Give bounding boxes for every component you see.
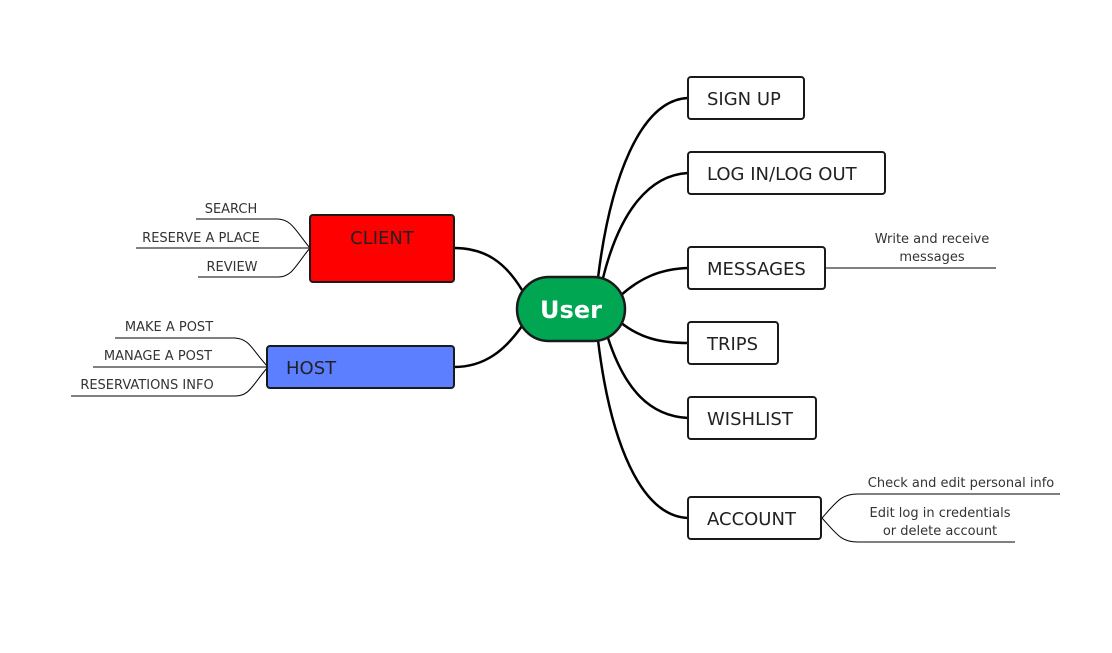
node-account[interactable]: ACCOUNT (687, 496, 822, 540)
host-leaves: MAKE A POST MANAGE A POST RESERVATIONS I… (71, 320, 269, 397)
account-notes: Check and edit personal info Edit log in… (821, 476, 1060, 543)
host-leaf-line-reservations (71, 366, 269, 397)
node-login-label: LOG IN/LOG OUT (707, 164, 858, 185)
edge-trips (619, 321, 689, 345)
edge-login (601, 171, 689, 279)
client-leaf-reserve: RESERVE A PLACE (142, 231, 260, 246)
messages-note-line1: Write and receive (875, 232, 990, 247)
client-leaves: SEARCH RESERVE A PLACE REVIEW (136, 202, 311, 278)
node-trips-label: TRIPS (706, 334, 758, 355)
host-leaf-make-post: MAKE A POST (125, 320, 213, 335)
node-login[interactable]: LOG IN/LOG OUT (687, 151, 886, 195)
edge-messages (619, 266, 689, 297)
center-label: User (540, 296, 602, 324)
messages-note: Write and receive messages (825, 232, 996, 269)
node-signup[interactable]: SIGN UP (687, 76, 805, 120)
node-wishlist-label: WISHLIST (707, 409, 794, 430)
client-leaf-line-review (198, 247, 311, 278)
account-note-credentials-line1: Edit log in credentials (870, 506, 1011, 521)
node-wishlist[interactable]: WISHLIST (687, 396, 817, 440)
node-center-user[interactable]: User (515, 275, 627, 343)
host-leaf-line-make (115, 337, 269, 368)
node-signup-label: SIGN UP (707, 89, 781, 110)
node-client[interactable]: CLIENT (309, 214, 455, 283)
edge-signup (596, 96, 689, 279)
account-note-credentials-line2: or delete account (883, 524, 997, 539)
messages-note-line2: messages (899, 250, 964, 265)
host-leaf-reservations-info: RESERVATIONS INFO (80, 378, 213, 393)
account-note1-line (821, 493, 1060, 519)
client-leaf-review: REVIEW (206, 260, 257, 275)
host-leaf-manage-post: MANAGE A POST (104, 349, 212, 364)
node-messages[interactable]: MESSAGES (687, 246, 826, 290)
client-leaf-search: SEARCH (205, 202, 258, 217)
edge-client (453, 246, 524, 291)
edge-wishlist (606, 337, 689, 420)
center-connectors (453, 96, 689, 520)
node-host[interactable]: HOST (266, 345, 455, 389)
edge-account (596, 339, 689, 520)
node-host-label: HOST (286, 358, 337, 379)
client-leaf-line-search (196, 218, 311, 249)
node-client-label: CLIENT (350, 228, 415, 249)
account-note-personal-info: Check and edit personal info (868, 476, 1055, 491)
node-trips[interactable]: TRIPS (687, 321, 779, 365)
node-messages-label: MESSAGES (707, 259, 806, 280)
node-account-label: ACCOUNT (707, 509, 797, 530)
edge-host (453, 325, 524, 369)
account-note2-line (821, 517, 1015, 543)
